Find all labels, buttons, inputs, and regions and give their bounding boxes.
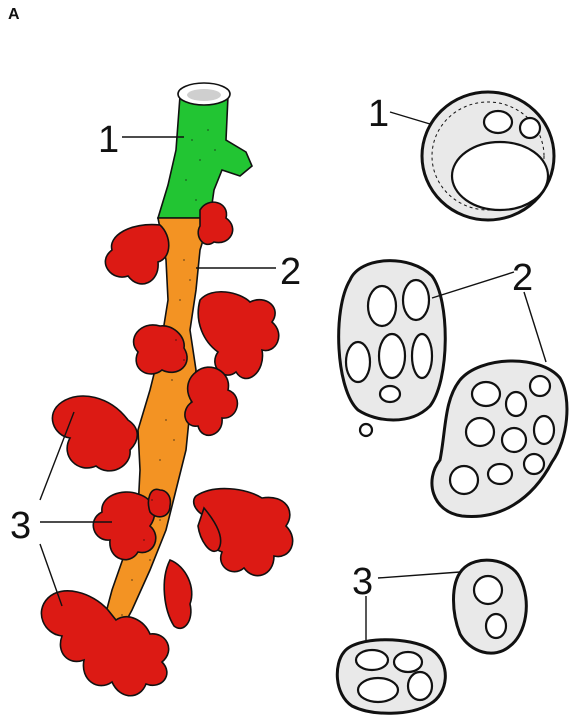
section-3a [454, 560, 527, 653]
leader-section-2b [524, 292, 546, 362]
segment-1-green [158, 83, 252, 218]
leader-section-2a [432, 272, 514, 298]
leader-section-3a [378, 572, 460, 578]
section-1: 1 [368, 92, 554, 220]
label-section-2: 2 [512, 257, 533, 299]
duct-tree: 1 2 3 [10, 83, 301, 696]
section-3b [337, 640, 445, 714]
section-2b [432, 361, 567, 517]
label-duct-2: 2 [280, 251, 301, 293]
label-section-1: 1 [368, 93, 389, 135]
section-2a [339, 261, 446, 436]
cross-sections: 1 2 [337, 92, 567, 713]
label-duct-3: 3 [10, 505, 31, 547]
label-section-3: 3 [352, 561, 373, 603]
label-duct-1: 1 [98, 119, 119, 161]
